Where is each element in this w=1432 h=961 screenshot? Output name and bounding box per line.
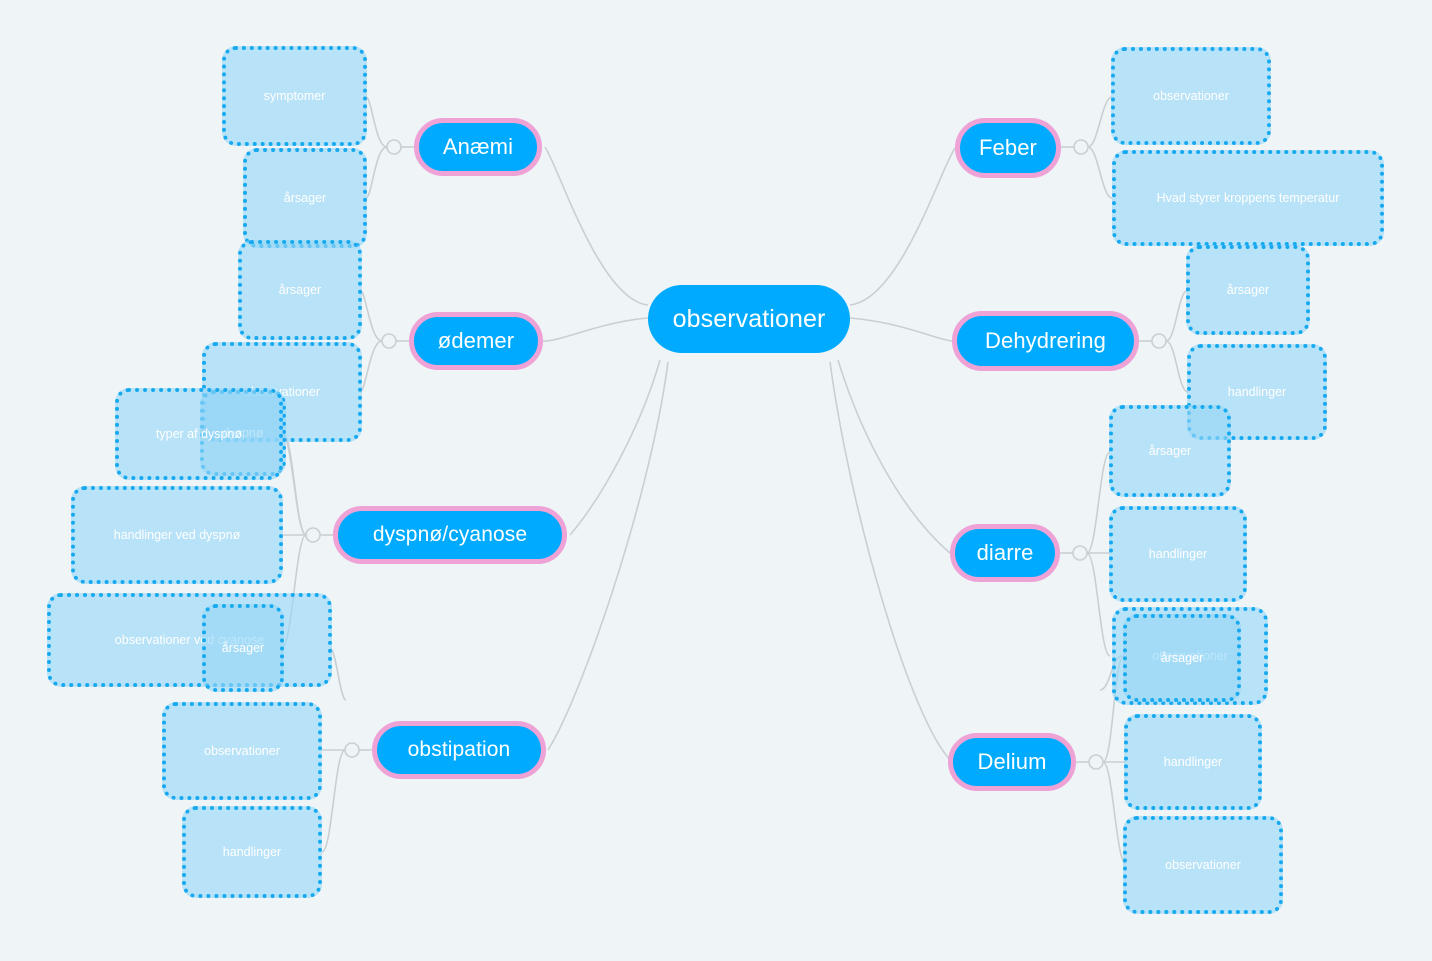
- leaf-label: observationer: [204, 743, 280, 758]
- topic-label: obstipation: [407, 737, 511, 761]
- root-node[interactable]: observationer: [648, 285, 850, 353]
- topic-label: dyspnø/cyanose: [372, 522, 528, 546]
- leaf-label: handlinger: [1227, 384, 1287, 399]
- leaf-label: årsager: [283, 190, 327, 205]
- leaf-label: årsager: [221, 640, 265, 655]
- topic-delium[interactable]: Delium: [948, 733, 1076, 791]
- topic-label: Feber: [979, 135, 1037, 161]
- leaf-dehydrering-aarsager[interactable]: årsager: [1186, 245, 1310, 335]
- topic-label: Delium: [977, 749, 1047, 775]
- leaf-diarre-aarsager[interactable]: årsager: [1109, 405, 1231, 497]
- root-label: observationer: [672, 304, 826, 333]
- leaf-feber-temperatur[interactable]: Hvad styrer kroppens temperatur: [1112, 150, 1384, 246]
- leaf-label: årsager: [278, 282, 322, 297]
- leaf-diarre-aarsager-2[interactable]: årsager: [1123, 614, 1241, 702]
- leaf-anaemi-symptomer[interactable]: symptomer: [222, 46, 367, 146]
- leaf-label: handlinger: [222, 844, 282, 859]
- leaf-label: typer af dyspnø: [155, 426, 243, 441]
- leaf-dyspnoe-typer[interactable]: typer af dyspnø: [115, 388, 283, 480]
- leaf-label: handlinger: [1163, 754, 1223, 769]
- topic-obstipation[interactable]: obstipation: [372, 721, 546, 779]
- leaf-label: årsager: [1160, 650, 1204, 665]
- leaf-dyspnoe-obs-cyanose[interactable]: observationer ved cyanose: [47, 593, 332, 687]
- leaf-label: handlinger ved dyspnø: [113, 527, 241, 542]
- topic-feber[interactable]: Feber: [955, 118, 1061, 178]
- leaf-anaemi-aarsager[interactable]: årsager: [243, 148, 367, 248]
- topic-diarre[interactable]: diarre: [950, 524, 1060, 582]
- leaf-label: årsager: [1226, 282, 1270, 297]
- leaf-dyspnoe-aarsager[interactable]: årsager: [202, 604, 284, 692]
- leaf-label: symptomer: [263, 88, 326, 103]
- topic-anaemi[interactable]: Anæmi: [414, 118, 542, 176]
- topic-label: Anæmi: [442, 134, 514, 160]
- topic-dyspnoe-cyanose[interactable]: dyspnø/cyanose: [333, 506, 567, 564]
- leaf-delium-observationer[interactable]: observationer: [1123, 816, 1283, 914]
- topic-label: diarre: [976, 540, 1034, 566]
- leaf-delium-handlinger[interactable]: handlinger: [1124, 714, 1262, 810]
- leaf-feber-observationer[interactable]: observationer: [1111, 47, 1271, 145]
- leaf-obstipation-handlinger[interactable]: handlinger: [182, 806, 322, 898]
- leaf-label: Hvad styrer kroppens temperatur: [1156, 190, 1340, 205]
- leaf-dyspnoe-handlinger[interactable]: handlinger ved dyspnø: [71, 486, 283, 584]
- topic-oedemer[interactable]: ødemer: [409, 312, 543, 370]
- topic-dehydrering[interactable]: Dehydrering: [952, 311, 1139, 371]
- leaf-label: observationer: [1153, 88, 1229, 103]
- leaf-oedemer-aarsager[interactable]: årsager: [238, 240, 362, 340]
- leaf-obstipation-observationer[interactable]: observationer: [162, 702, 322, 800]
- leaf-diarre-handlinger[interactable]: handlinger: [1109, 506, 1247, 602]
- leaf-label: observationer: [1165, 857, 1241, 872]
- topic-label: ødemer: [437, 328, 515, 354]
- topic-label: Dehydrering: [985, 328, 1106, 354]
- leaf-label: årsager: [1148, 443, 1192, 458]
- leaf-label: handlinger: [1148, 546, 1208, 561]
